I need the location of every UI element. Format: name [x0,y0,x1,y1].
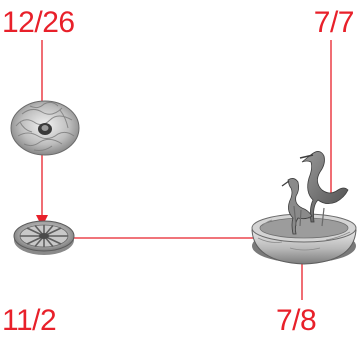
label-bottom-right: 7/8 [276,306,316,336]
label-top-right: 7/7 [314,8,354,38]
spoked-wheel-icon [14,221,74,255]
woven-nest-lid-icon [11,101,79,155]
label-top-left: 12/26 [2,8,75,38]
bird-bath-cranes-icon [252,151,356,264]
label-bottom-left: 11/2 [2,306,56,336]
